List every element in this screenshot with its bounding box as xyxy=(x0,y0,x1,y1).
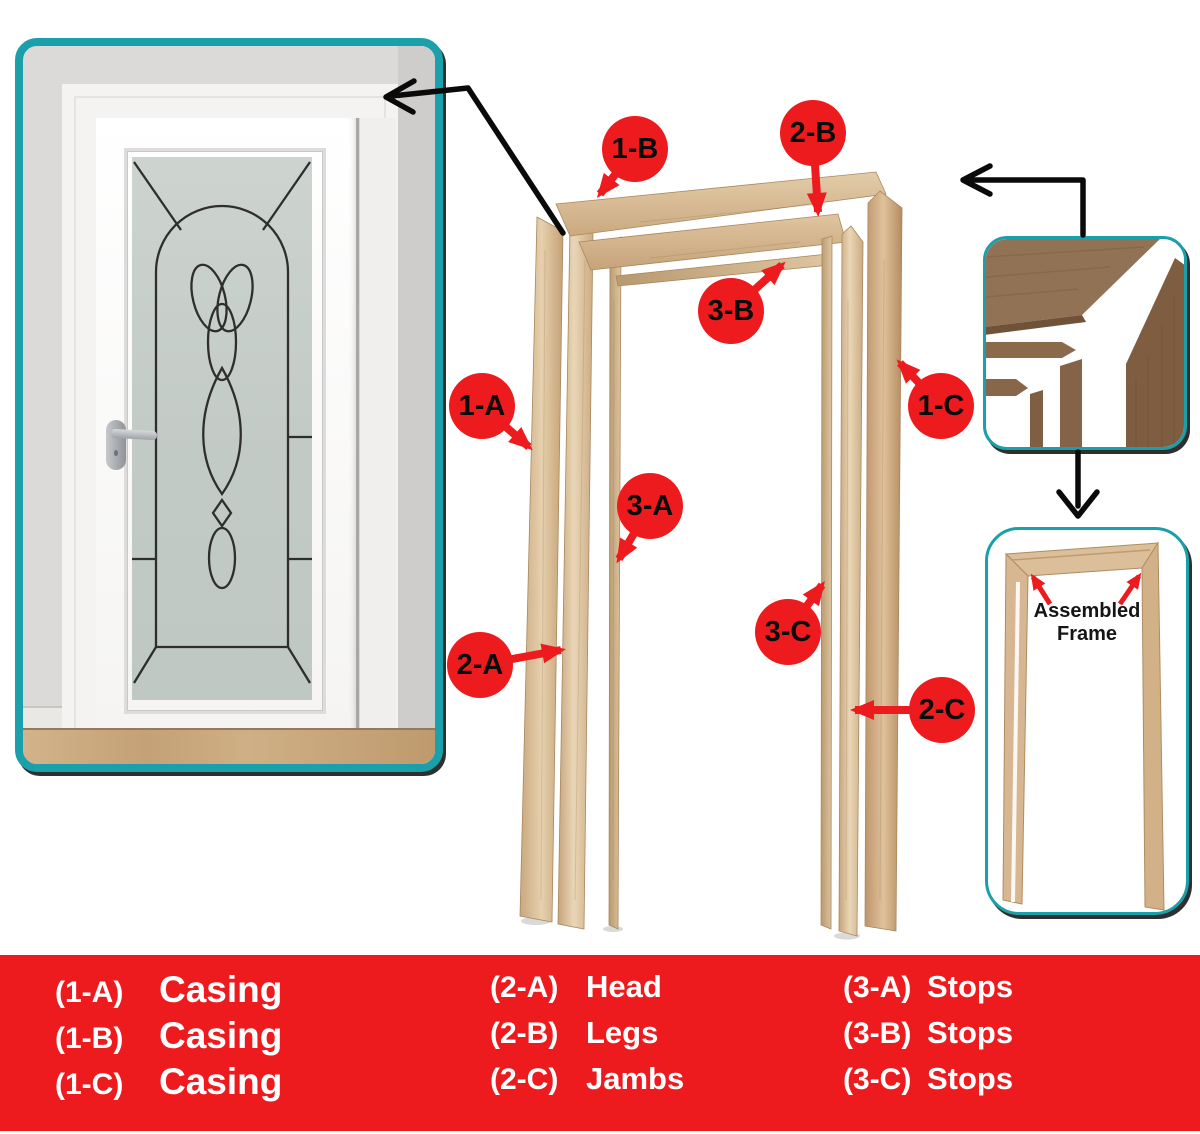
callout-arrows xyxy=(479,132,944,720)
inner-stop-strip xyxy=(986,379,1028,396)
legend-column-stops: (3-A) Stops (3-B) Stops (3-C) Stops xyxy=(843,969,1013,1107)
door-glass-panel xyxy=(132,157,312,700)
head-front-edge xyxy=(986,315,1086,335)
frame-right-leg xyxy=(1141,541,1165,911)
corner-detail-art xyxy=(986,239,1184,447)
legend-code: (3-C) xyxy=(843,1063,912,1096)
arrow-to-assembled-frame xyxy=(1056,449,1100,519)
legend-column-casing: (1-A) Casing (1-B) Casing (1-C) Casing xyxy=(55,969,282,1107)
head-molding-line xyxy=(1011,549,1151,561)
frame-stop-reveal xyxy=(1011,582,1020,902)
inner-stop-band xyxy=(1030,390,1043,447)
assembled-frame-label: Assembled Frame xyxy=(1033,600,1141,645)
door-handle-plate xyxy=(106,420,126,470)
legend-row: (1-B) Casing xyxy=(55,1015,282,1061)
legend-name: Casing xyxy=(159,1061,283,1102)
wood-floor xyxy=(23,728,435,764)
legend-row: (3-B) Stops xyxy=(843,1015,1013,1061)
glass-swirl-motif xyxy=(190,263,254,590)
legend-name: Jambs xyxy=(586,1061,685,1096)
assembled-frame-art xyxy=(1002,541,1165,911)
callout-2a: 2-A xyxy=(447,632,513,698)
ground-shadows xyxy=(521,917,860,940)
legend-banner: (1-A) Casing (1-B) Casing (1-C) Casing (… xyxy=(0,955,1200,1131)
legend-row: (3-C) Stops xyxy=(843,1061,1013,1107)
legend-name: Stops xyxy=(927,1061,1014,1096)
glass-corner-diagonal xyxy=(133,161,182,231)
legend-code: (1-B) xyxy=(55,1022,124,1055)
door-handle-keyhole xyxy=(114,450,118,456)
legend-code: (1-C) xyxy=(55,1068,124,1101)
arrow-from-corner-detail xyxy=(960,163,1086,238)
jamb-face xyxy=(1126,258,1184,447)
assembled-frame-box: Assembled Frame xyxy=(985,527,1189,915)
legend-row: (2-C) Jambs xyxy=(490,1061,684,1107)
part-stop-3a xyxy=(608,236,622,930)
callout-3c: 3-C xyxy=(755,599,821,665)
head-soffit xyxy=(986,239,1160,327)
legend-code: (2-A) xyxy=(490,971,559,1004)
glass-corner-diagonal xyxy=(262,161,311,231)
callout-1c: 1-C xyxy=(908,373,974,439)
legend-name: Legs xyxy=(586,1015,659,1050)
legend-row: (2-A) Head xyxy=(490,969,684,1015)
legend-column-head-legs-jambs: (2-A) Head (2-B) Legs (2-C) Jambs xyxy=(490,969,684,1107)
glass-sill-diagonals xyxy=(133,646,311,684)
wood-grain-lines xyxy=(986,246,1175,447)
callout-2b: 2-B xyxy=(780,100,846,166)
part-casing-1b xyxy=(555,171,887,237)
legend-name: Casing xyxy=(159,1015,283,1056)
door-photo-box xyxy=(15,38,443,772)
legend-code: (1-A) xyxy=(55,976,124,1009)
legend-row: (1-C) Casing xyxy=(55,1061,282,1107)
assembled-corner-arrows xyxy=(1030,572,1142,606)
door-gap-line xyxy=(356,118,359,745)
part-casing-1a xyxy=(519,216,564,923)
legend-row: (3-A) Stops xyxy=(843,969,1013,1015)
legend-code: (2-C) xyxy=(490,1063,559,1096)
part-jamb-2a xyxy=(557,223,594,930)
legend-name: Stops xyxy=(927,969,1014,1004)
legend-name: Stops xyxy=(927,1015,1014,1050)
legend-name: Head xyxy=(586,969,662,1004)
legend-code: (2-B) xyxy=(490,1017,559,1050)
legend-code: (3-B) xyxy=(843,1017,912,1050)
legend-row: (2-B) Legs xyxy=(490,1015,684,1061)
legend-code: (3-A) xyxy=(843,971,912,1004)
glass-ornament xyxy=(132,161,312,684)
part-stop-3c xyxy=(820,235,833,930)
callout-1a: 1-A xyxy=(449,373,515,439)
part-head-2b xyxy=(578,213,847,271)
corner-detail-box xyxy=(983,236,1187,450)
inner-head-strip xyxy=(986,342,1076,358)
legend-name: Casing xyxy=(159,969,283,1010)
inner-jamb-band xyxy=(1060,359,1082,447)
callout-3a: 3-A xyxy=(617,473,683,539)
glass-arch xyxy=(154,204,290,647)
callout-2c: 2-C xyxy=(909,677,975,743)
callout-1b: 1-B xyxy=(602,116,668,182)
part-casing-1c xyxy=(864,190,903,932)
part-jamb-2c xyxy=(838,225,864,937)
callout-3b: 3-B xyxy=(698,278,764,344)
legend-row: (1-A) Casing xyxy=(55,969,282,1015)
